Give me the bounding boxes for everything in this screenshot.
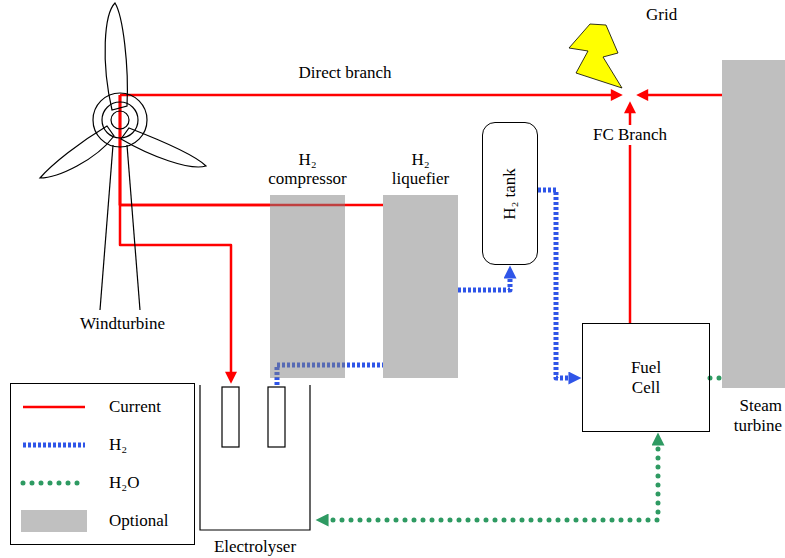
tank-box: H₂ tank: [482, 122, 538, 265]
tower-line: [100, 145, 113, 310]
rotor-blade: [105, 3, 127, 110]
steam-turbine: Steam turbine: [722, 60, 785, 445]
branch-label: FC Branch: [590, 125, 670, 145]
electrode: [268, 387, 285, 447]
electrolyser-vessel: [200, 385, 310, 530]
legend-line: [23, 481, 85, 486]
legend-row: Optional: [11, 502, 194, 540]
rotor-blade: [121, 128, 206, 167]
legend-line: [23, 406, 85, 409]
tower-line: [127, 145, 140, 310]
legend-row: H₂O: [11, 464, 194, 502]
branch-label: Direct branch: [296, 63, 395, 83]
flow-connector: [120, 95, 270, 205]
flow-connector: [710, 376, 722, 381]
legend-text: Optional: [109, 511, 169, 531]
legend-swatch: [21, 510, 87, 532]
legend-row: Current: [11, 388, 194, 426]
box-heading: H₂ liquefier: [386, 150, 456, 189]
wind-turbine: Windturbine: [35, 0, 210, 340]
legend-row: H₂: [11, 426, 194, 464]
electrolyser-label: Electrolyser: [195, 537, 315, 557]
legend-text: H₂O: [109, 473, 139, 493]
liquefier-box: H₂ liquefier: [383, 195, 458, 378]
legend-sample: [19, 509, 89, 533]
turbine-housing: [722, 60, 785, 388]
rotor-blade: [40, 126, 114, 178]
grid-label: Grid: [646, 5, 677, 25]
electrolyser-drawing: [200, 385, 310, 530]
box-heading: H₂ compressor: [263, 150, 353, 189]
flow-connector: [643, 94, 722, 97]
flow-connector: [120, 95, 231, 377]
flow-connector: [120, 95, 383, 205]
legend-sample: [19, 395, 89, 419]
legend-box: CurrentH₂ H₂O Optional: [10, 383, 195, 545]
flow-connector: [458, 273, 510, 290]
flow-connector: [323, 440, 658, 520]
lightning-symbol: [569, 24, 622, 88]
legend-text: H₂: [109, 435, 127, 455]
rotor-hub: [111, 111, 129, 129]
flow-connector: [120, 94, 616, 97]
legend-sample: [19, 471, 89, 495]
electrolyser: Electrolyser: [195, 385, 315, 558]
grid-symbol: Grid: [562, 3, 687, 91]
turbine-label: Steam turbine: [724, 396, 782, 435]
legend-text: Current: [109, 397, 161, 417]
tank-label: H₂ tank: [500, 168, 520, 220]
flow-connector: [538, 190, 574, 378]
rotor-ring: [93, 93, 147, 147]
box-label: Fuel Cell: [621, 358, 671, 397]
turbine-label: Windturbine: [35, 314, 210, 334]
wind-turbine-drawing: [40, 3, 206, 310]
compressor-box: H₂ compressor: [270, 195, 345, 378]
rotor-ring: [102, 102, 138, 138]
legend-line: [23, 443, 85, 448]
fuel-cell-box: Fuel Cell: [582, 323, 710, 432]
electrode: [222, 387, 239, 447]
legend-sample: [19, 433, 89, 457]
